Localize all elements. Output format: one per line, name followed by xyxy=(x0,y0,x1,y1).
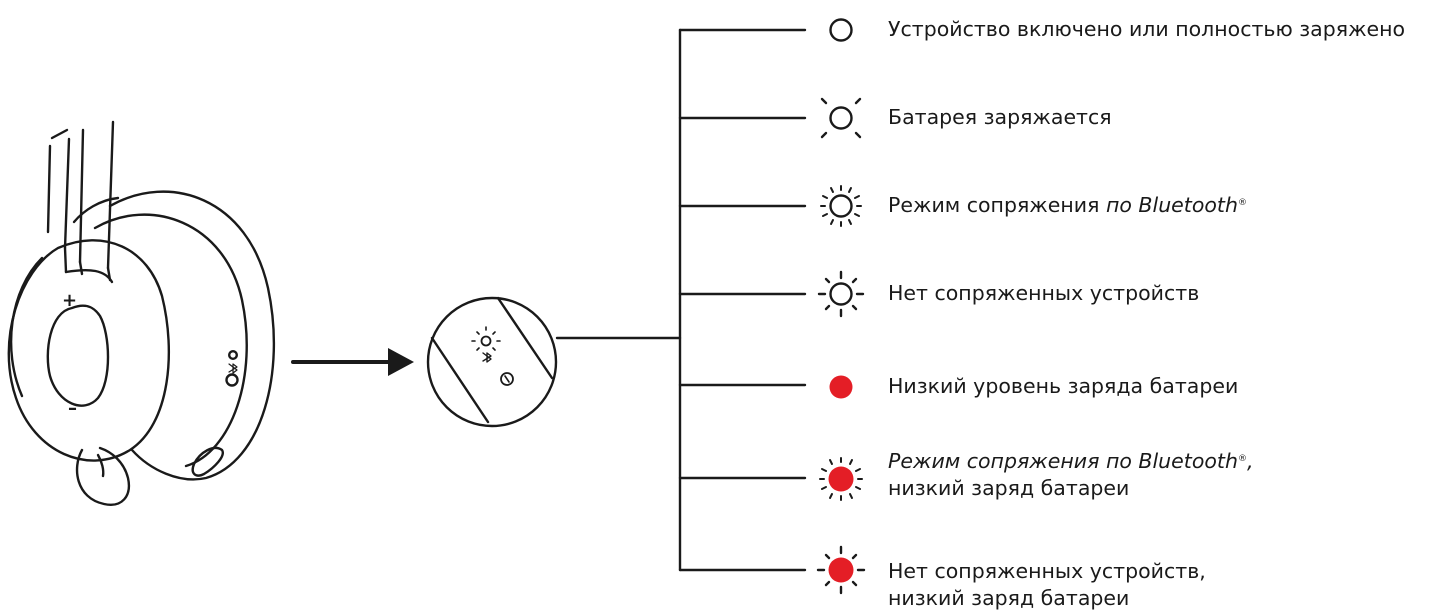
arrow-head xyxy=(388,348,414,376)
tree-branches xyxy=(678,28,807,572)
legend-label-not-paired-low: Нет сопряженных устройств, низкий заряд … xyxy=(888,558,1206,612)
led-not-paired-white-icon xyxy=(817,270,865,318)
legend-text-pairing-low-italic: Режим сопряжения по Bluetooth xyxy=(888,449,1238,473)
legend-text-on: Устройство включено или полностью заряже… xyxy=(888,17,1406,41)
side-led-icon xyxy=(227,350,238,361)
legend-text-not-paired: Нет сопряженных устройств xyxy=(888,281,1200,305)
legend-text-charging: Батарея заряжается xyxy=(888,105,1112,129)
led-steady-white-icon xyxy=(829,18,853,42)
legend-label-not-paired: Нет сопряженных устройств xyxy=(888,280,1199,307)
legend-label-pairing: Режим сопряжения по Bluetooth® xyxy=(888,192,1247,219)
legend-label-charging: Батарея заряжается xyxy=(888,104,1112,131)
headset-illustration xyxy=(7,120,275,506)
legend-text-pairing-low-comma: , xyxy=(1246,449,1254,473)
legend-label-pairing-low: Режим сопряжения по Bluetooth®, низкий з… xyxy=(888,448,1253,502)
led-steady-red-icon xyxy=(829,375,853,399)
led-charging-white-icon xyxy=(820,97,862,139)
legend-label-low-battery: Низкий уровень заряда батареи xyxy=(888,373,1238,400)
magnified-button-detail xyxy=(426,296,558,428)
volume-down-symbol: – xyxy=(68,398,77,419)
volume-up-symbol: + xyxy=(62,290,78,311)
legend-text-not-paired-low-line1: Нет сопряженных устройств, xyxy=(888,559,1206,583)
legend-text-pairing-main: Режим сопряжения xyxy=(888,193,1106,217)
legend-text-pairing-low-line2: низкий заряд батареи xyxy=(888,476,1130,500)
legend-text-low-battery: Низкий уровень заряда батареи xyxy=(888,374,1239,398)
led-pairing-red-icon xyxy=(819,457,863,501)
registered-mark-2: ® xyxy=(1237,454,1247,464)
legend-text-pairing-italic: по Bluetooth xyxy=(1105,193,1238,217)
registered-mark: ® xyxy=(1237,198,1247,208)
legend-text-not-paired-low-line2: низкий заряд батареи xyxy=(888,586,1130,610)
led-not-paired-red-icon xyxy=(816,545,866,595)
bluetooth-icon-small xyxy=(228,363,238,374)
led-pairing-white-icon xyxy=(820,185,862,227)
legend-label-on: Устройство включено или полностью заряже… xyxy=(888,16,1405,43)
